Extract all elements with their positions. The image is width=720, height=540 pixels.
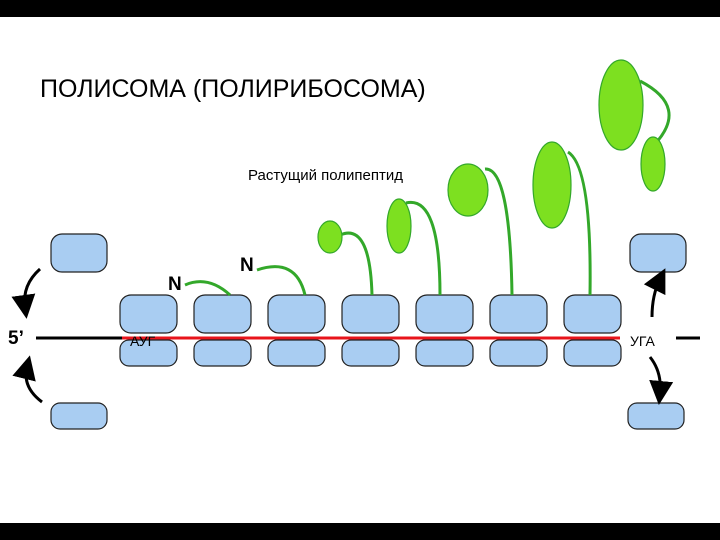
ribosome-large-subunit — [119, 294, 178, 334]
slide: ПОЛИСОМА (ПОЛИРИБОСОМА) Растущий полипеп… — [0, 17, 720, 523]
free-large-subunit-right — [629, 233, 687, 273]
ribosome-large-subunit — [563, 294, 622, 334]
page-title: ПОЛИСОМА (ПОЛИРИБОСОМА) — [40, 75, 426, 103]
ribosome-4 — [341, 294, 400, 367]
ribosome-large-subunit — [489, 294, 548, 334]
free-small-subunit-left — [50, 402, 108, 430]
ribosome-small-subunit — [489, 339, 548, 367]
polypeptide-tail-7 — [639, 79, 671, 147]
polypeptide-tail-1 — [184, 280, 232, 297]
n-terminus-label: N — [168, 274, 182, 295]
polypeptide-tail-3 — [339, 231, 374, 296]
polysome-diagram — [11, 59, 700, 430]
ribosome-2 — [193, 294, 252, 367]
polypeptide-label: Растущий полипептид — [248, 167, 404, 184]
polypeptide-head-7b — [640, 136, 666, 192]
five-prime-label: 5’ — [8, 328, 24, 349]
ribosome-7 — [563, 294, 622, 367]
arrow-right-down — [648, 356, 674, 405]
polypeptide-head-3 — [317, 220, 343, 254]
ribosome-small-subunit — [193, 339, 252, 367]
ribosome-large-subunit — [341, 294, 400, 334]
ribosome-small-subunit — [341, 339, 400, 367]
start-codon-label: АУГ — [130, 333, 156, 349]
arrow-left-up — [12, 355, 43, 404]
polypeptide-tail-2 — [256, 265, 307, 296]
ribosome-1 — [119, 294, 178, 367]
ribosome-5 — [415, 294, 474, 367]
ribosome-3 — [267, 294, 326, 367]
ribosome-large-subunit — [193, 294, 252, 334]
stop-codon-label: УГА — [630, 333, 655, 349]
free-small-subunit-right — [627, 402, 685, 430]
ribosome-6 — [489, 294, 548, 367]
polypeptide-tail-6 — [567, 150, 592, 296]
ribosome-small-subunit — [415, 339, 474, 367]
polypeptide-head-7a — [598, 59, 644, 151]
polypeptide-head-6 — [532, 141, 572, 229]
free-large-subunit-left — [50, 233, 108, 273]
polypeptide-head-5 — [447, 163, 489, 217]
polypeptide-tail-5 — [484, 167, 514, 296]
ribosome-small-subunit — [563, 339, 622, 367]
ribosome-small-subunit — [119, 339, 178, 367]
arrow-left-down — [11, 267, 42, 319]
polypeptide-head-4 — [386, 198, 412, 254]
ribosome-large-subunit — [267, 294, 326, 334]
polypeptide-tail-4 — [405, 200, 442, 296]
arrow-right-up — [643, 268, 666, 318]
ribosome-large-subunit — [415, 294, 474, 334]
ribosome-small-subunit — [267, 339, 326, 367]
n-terminus-label: N — [240, 255, 254, 276]
